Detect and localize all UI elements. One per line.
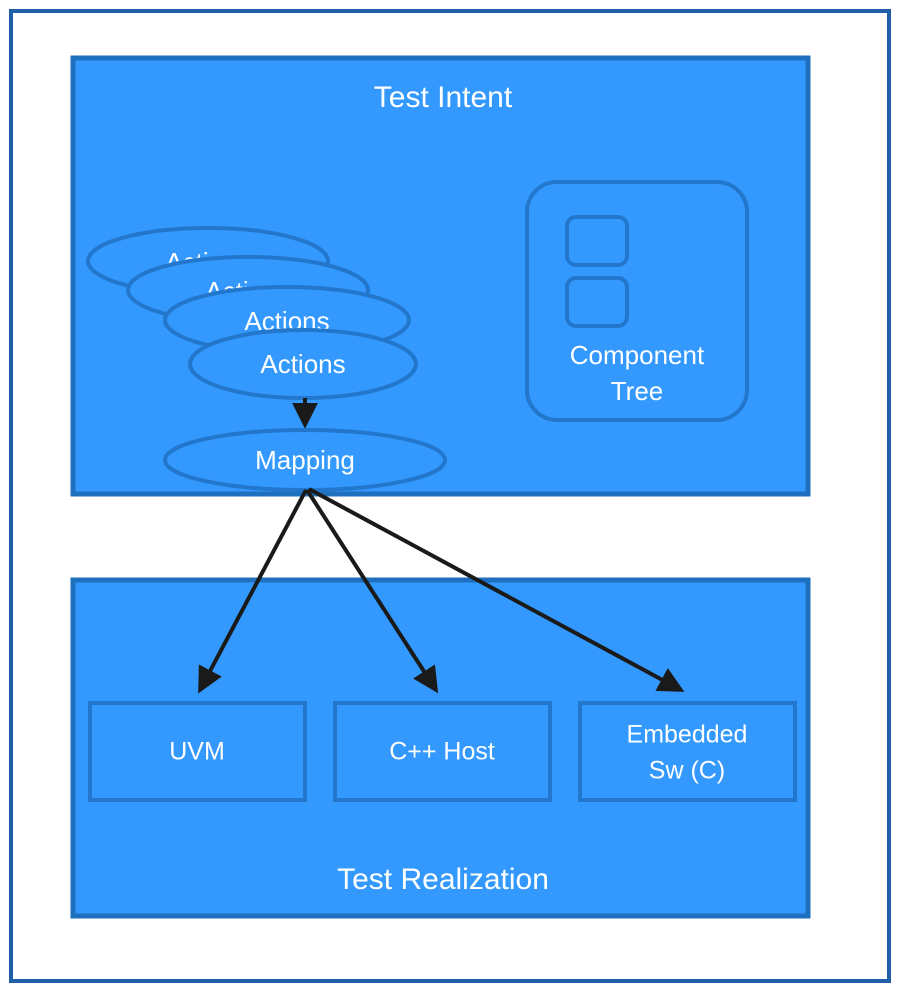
panel-test-intent: Test Intent Actions Actions — [70, 55, 811, 497]
target-box-uvm-shape — [88, 701, 307, 802]
connector-mapping-to-embedded-sw — [308, 487, 685, 692]
panel-test-realization: UVM C++ Host Embedded Sw (C) Test Realiz… — [70, 577, 811, 919]
slide-border — [9, 9, 891, 983]
mapping-label: Mapping — [255, 445, 355, 475]
connector-mapping-to-cpp-host — [305, 488, 439, 694]
target-box-uvm-label: UVM — [169, 738, 225, 766]
actions-label: Actions — [260, 349, 345, 379]
mapping-ellipse[interactable]: Mapping — [163, 428, 447, 492]
target-box-cpp-host[interactable]: C++ Host — [333, 701, 552, 802]
component-tree-child-node-1 — [565, 215, 629, 267]
component-tree-label-line1: Component — [570, 340, 705, 370]
connector-mapping-to-uvm — [198, 489, 308, 694]
target-box-cpp-host-label: C++ Host — [389, 738, 495, 766]
actions-stack: Actions Actions Actions — [86, 226, 418, 400]
component-tree-child-node-2 — [565, 276, 629, 328]
mapping-connectors — [198, 487, 685, 694]
target-box-embedded-sw[interactable]: Embedded Sw (C) — [578, 701, 797, 802]
component-tree-node[interactable]: Component Tree — [525, 180, 749, 422]
target-box-embedded-sw-shape — [578, 701, 797, 802]
component-tree-label-line2: Tree — [611, 376, 664, 406]
target-box-cpp-host-shape — [333, 701, 552, 802]
test-realization-title: Test Realization — [337, 863, 549, 896]
test-intent-title: Test Intent — [374, 81, 513, 114]
target-box-uvm[interactable]: UVM — [88, 701, 307, 802]
target-box-embedded-sw-label-line1: Embedded — [627, 721, 748, 749]
target-box-embedded-sw-label-line2: Sw (C) — [649, 757, 725, 785]
actions-ellipse-front[interactable]: Actions — [188, 328, 418, 400]
